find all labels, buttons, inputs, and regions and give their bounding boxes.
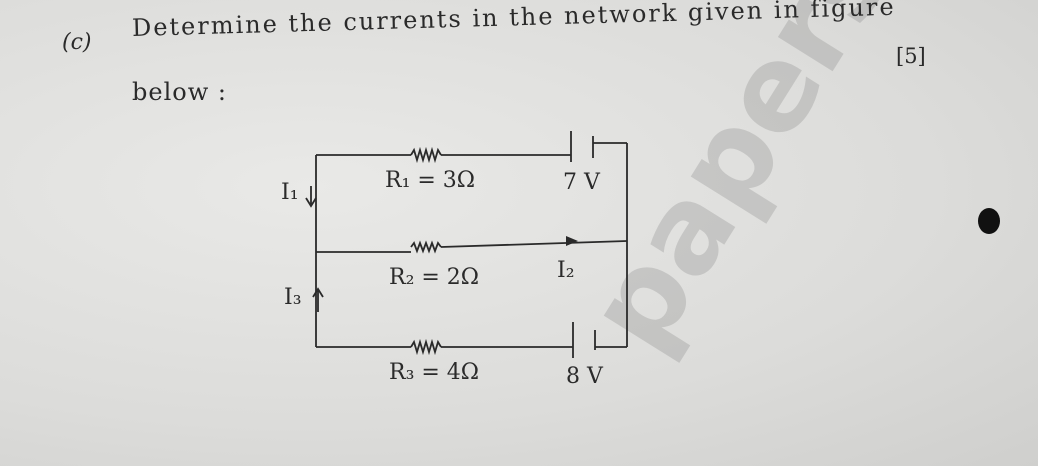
i1-arrow-head	[305, 197, 317, 208]
r1-label: R₁ = 3Ω	[385, 168, 476, 193]
marks-badge: [5]	[896, 44, 926, 68]
ink-dot	[978, 208, 1000, 234]
resistor-r1	[410, 146, 442, 164]
question-label: (c)	[62, 30, 92, 55]
i2-label: I₂	[557, 258, 575, 283]
i3-arrow-head	[312, 287, 324, 298]
i1-label: I₁	[281, 180, 299, 205]
i2-arrow-head	[566, 236, 578, 246]
v2-label: 8 V	[566, 364, 603, 389]
i3-label: I₃	[284, 285, 302, 310]
question-text-line2: below :	[132, 78, 227, 106]
resistor-r2	[410, 240, 442, 254]
resistor-r3	[410, 338, 442, 356]
r3-label: R₃ = 4Ω	[389, 360, 480, 385]
r2-label: R₂ = 2Ω	[389, 265, 480, 290]
middle-wire-2	[440, 240, 628, 248]
v1-label: 7 V	[563, 170, 600, 195]
